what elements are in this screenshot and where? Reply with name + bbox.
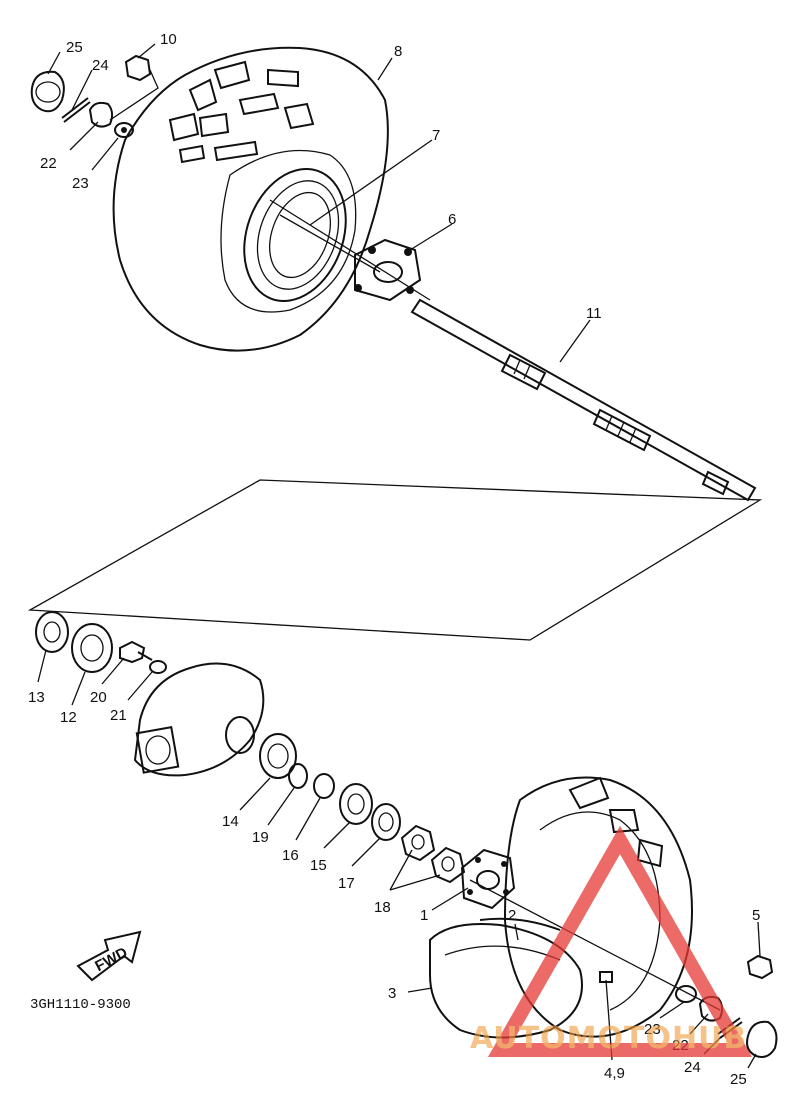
rear-wheel-top <box>112 46 431 352</box>
part-number-labels: 25 24 10 8 22 23 7 6 11 13 12 20 21 14 1… <box>28 31 760 1088</box>
part-number: 8 <box>394 43 402 60</box>
part-number: 22 <box>40 155 57 172</box>
part-number: 23 <box>72 175 89 192</box>
part-number: 16 <box>282 847 299 864</box>
assembly-outline <box>27 479 763 641</box>
watermark-text: AUTOMOTOHUB <box>470 1021 747 1056</box>
part-number: 20 <box>90 689 107 706</box>
part-number: 18 <box>374 899 391 916</box>
middle-parts <box>35 611 466 884</box>
part-number: 11 <box>586 305 602 322</box>
part-number: 7 <box>432 127 440 144</box>
part-number: 23 <box>644 1021 661 1038</box>
part-number: 2 <box>508 907 516 924</box>
fwd-arrow-icon: FWD <box>76 930 142 982</box>
part-number: 19 <box>252 829 269 846</box>
part-number: 1 <box>420 907 428 924</box>
part-number: 6 <box>448 211 456 228</box>
part-number: 15 <box>310 857 327 874</box>
part-number: 17 <box>338 875 355 892</box>
rear-wheel-bottom <box>429 776 778 1058</box>
part-number: 4,9 <box>604 1065 625 1082</box>
diagram-code: 3GH1110-9300 <box>30 997 131 1013</box>
part-number: 12 <box>60 709 77 726</box>
part-number: 24 <box>684 1059 701 1076</box>
automotohub-watermark: AUTOMOTOHUB <box>470 825 753 1057</box>
part-number: 3 <box>388 985 396 1002</box>
part-number: 10 <box>160 31 177 48</box>
part-number: 25 <box>66 39 83 56</box>
part-number: 24 <box>92 57 109 74</box>
leader-lines <box>37 43 761 1069</box>
top-wheel-hardware <box>30 54 159 138</box>
part-number: 13 <box>28 689 45 706</box>
fwd-label: FWD <box>92 944 130 975</box>
part-number: 14 <box>222 813 239 830</box>
part-number: 25 <box>730 1071 747 1088</box>
part-number: 5 <box>752 907 760 924</box>
part-number: 21 <box>110 707 127 724</box>
